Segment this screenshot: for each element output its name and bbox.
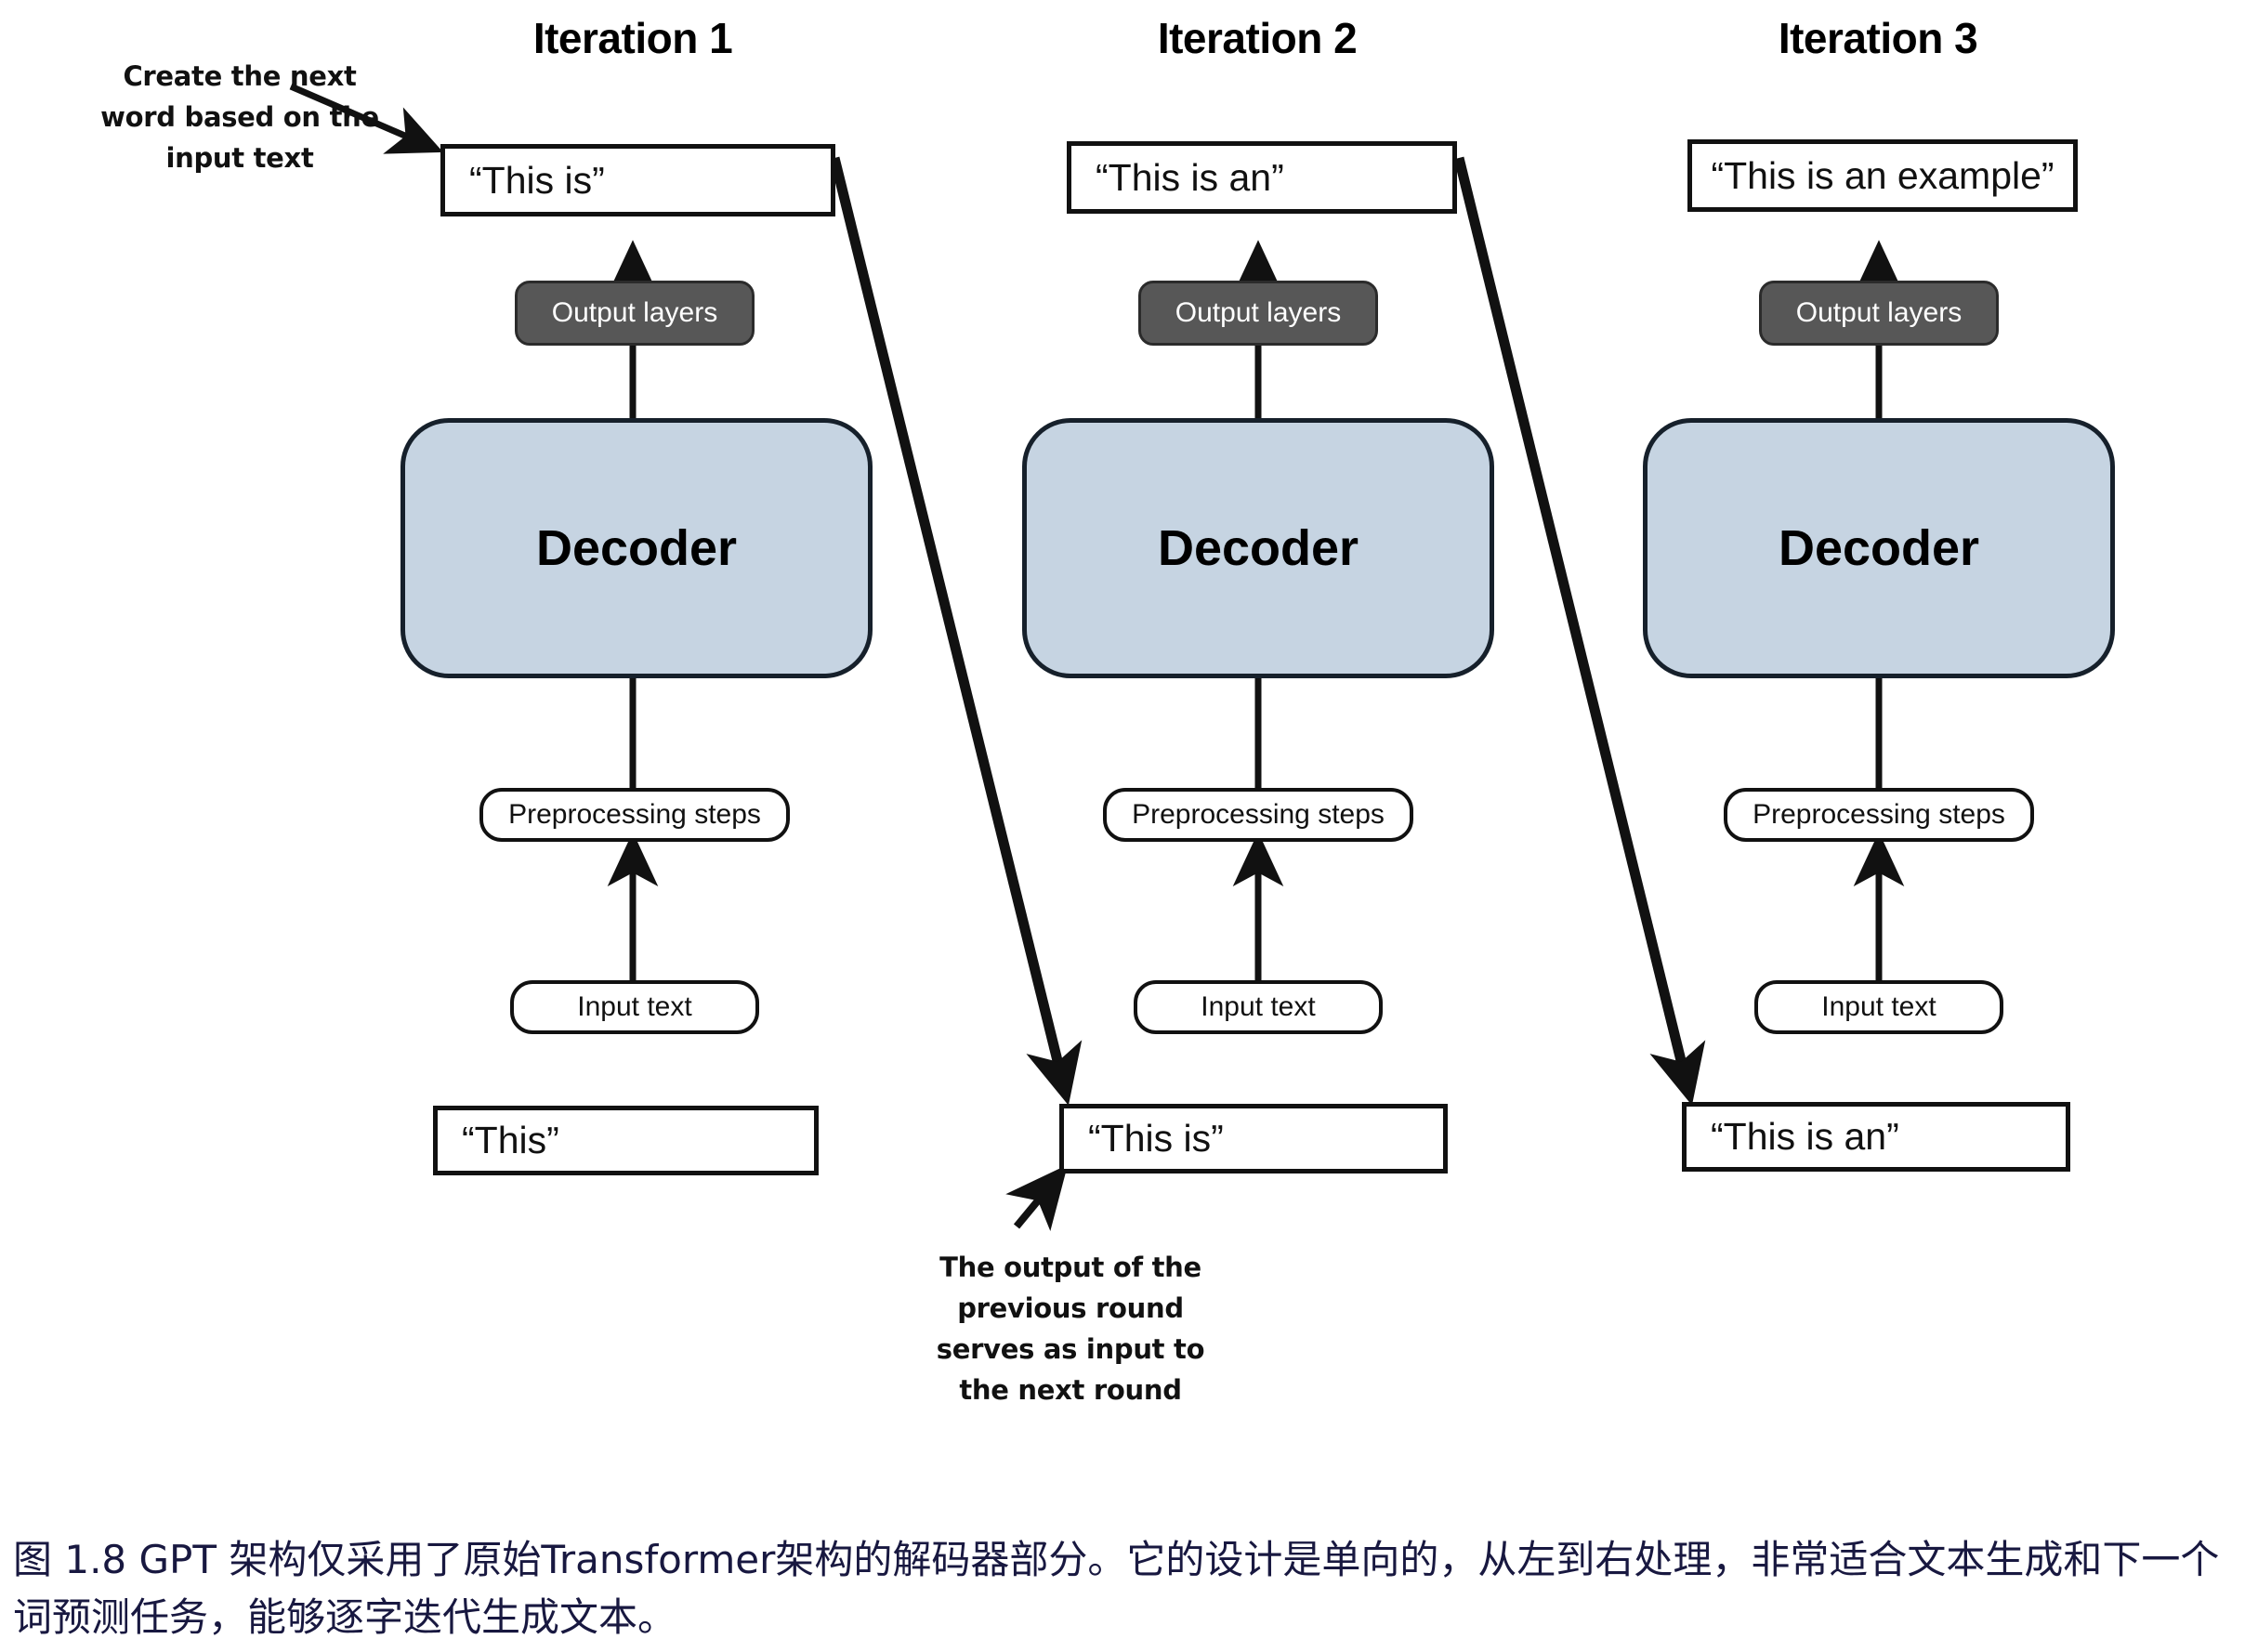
annotation-create-next-word: Create the next word based on the input … bbox=[100, 56, 379, 178]
annotation-line: serves as input to bbox=[936, 1333, 1205, 1366]
input-string-box-iteration-1: “This” bbox=[433, 1106, 819, 1175]
annotation-output-feeds-next-round: The output of the previous round serves … bbox=[907, 1247, 1234, 1410]
column-title-iteration-1: Iteration 1 bbox=[532, 14, 733, 62]
preprocessing-box-iteration-1: Preprocessing steps bbox=[479, 788, 790, 842]
decoder-box-iteration-3: Decoder bbox=[1643, 418, 2115, 678]
output-layers-box-iteration-2: Output layers bbox=[1138, 281, 1378, 346]
annotation-arrow-bottom-middle bbox=[1005, 1164, 1069, 1232]
input-text-box-iteration-1: Input text bbox=[510, 980, 759, 1034]
annotation-line: input text bbox=[165, 142, 314, 175]
column-title-iteration-3: Iteration 3 bbox=[1778, 14, 1978, 62]
decoder-box-iteration-1: Decoder bbox=[400, 418, 873, 678]
output-text-box-iteration-1: “This is” bbox=[440, 144, 835, 216]
figure-caption: 图 1.8 GPT 架构仅采用了原始Transformer架构的解码器部分。它的… bbox=[13, 1537, 2220, 1641]
annotation-line: previous round bbox=[957, 1292, 1184, 1325]
annotation-line: The output of the bbox=[939, 1252, 1201, 1283]
output-text-box-iteration-2: “This is an” bbox=[1067, 141, 1457, 214]
preprocessing-box-iteration-2: Preprocessing steps bbox=[1103, 788, 1413, 842]
input-text-box-iteration-2: Input text bbox=[1134, 980, 1383, 1034]
decoder-box-iteration-2: Decoder bbox=[1022, 418, 1494, 678]
column-title-iteration-2: Iteration 2 bbox=[1157, 14, 1358, 62]
output-text-box-iteration-3: “This is an example” bbox=[1687, 139, 2078, 212]
annotation-line: word based on the bbox=[100, 101, 379, 134]
input-text-box-iteration-3: Input text bbox=[1754, 980, 2003, 1034]
input-string-box-iteration-2: “This is” bbox=[1059, 1104, 1448, 1173]
input-string-box-iteration-3: “This is an” bbox=[1682, 1102, 2070, 1172]
annotation-line: Create the next bbox=[123, 60, 357, 92]
preprocessing-box-iteration-3: Preprocessing steps bbox=[1724, 788, 2034, 842]
output-layers-box-iteration-3: Output layers bbox=[1759, 281, 1999, 346]
output-layers-box-iteration-1: Output layers bbox=[515, 281, 755, 346]
annotation-line: the next round bbox=[959, 1374, 1182, 1407]
